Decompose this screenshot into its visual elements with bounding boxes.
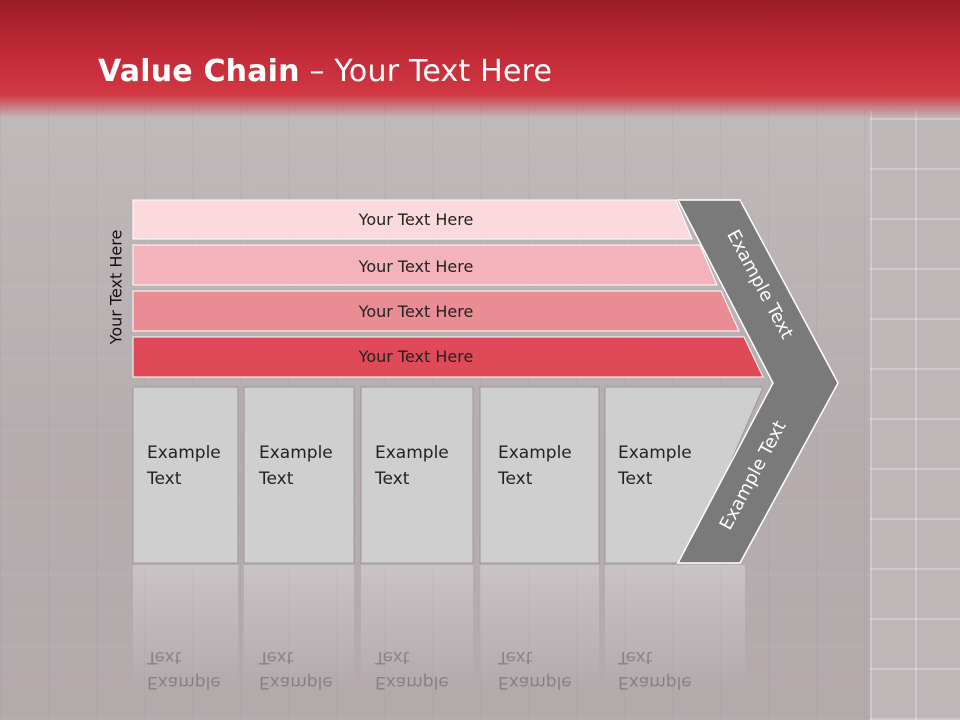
page-title: Value Chain – Your Text Here: [98, 54, 552, 89]
column-text-line2: Text: [497, 469, 533, 489]
column-text-line2: Text: [258, 469, 294, 489]
reflection-text: Text: [617, 647, 653, 667]
column-reflection: [605, 565, 745, 685]
reflection-text: Text: [258, 647, 294, 667]
primary-activity-2: [243, 386, 355, 564]
title-rest: – Your Text Here: [299, 54, 553, 89]
reflection-text: Example: [618, 672, 692, 692]
reflection-text: Example: [498, 672, 572, 692]
column-reflection: [480, 565, 599, 685]
column-text-line1: Example: [375, 443, 449, 463]
reflection-text: Text: [374, 647, 410, 667]
reflection-group: Example Text Example Text Example Text E…: [133, 565, 745, 692]
column-text-line1: Example: [147, 443, 221, 463]
column-text-line1: Example: [618, 443, 692, 463]
row-label-4: Your Text Here: [358, 347, 474, 366]
column-text-line2: Text: [617, 469, 653, 489]
column-text-line1: Example: [259, 443, 333, 463]
reflection-text: Example: [259, 672, 333, 692]
reflection-text: Text: [146, 647, 182, 667]
primary-activity-3: [360, 386, 474, 564]
row-label-3: Your Text Here: [358, 302, 474, 321]
header-band: Value Chain – Your Text Here: [0, 0, 960, 118]
reflection-text: Example: [147, 672, 221, 692]
primary-activity-1: [132, 386, 239, 564]
margin-chevron: [676, 199, 839, 564]
column-text-line1: Example: [498, 443, 572, 463]
column-reflection: [361, 565, 473, 685]
column-text-line2: Text: [374, 469, 410, 489]
row-label-1: Your Text Here: [358, 210, 474, 229]
title-bold: Value Chain: [98, 54, 300, 89]
primary-activity-4: [479, 386, 600, 564]
column-reflection: [244, 565, 354, 685]
support-row-1: [132, 199, 693, 240]
support-row-4: [132, 336, 764, 378]
column-reflection: [133, 565, 238, 685]
reflection-text: Example: [375, 672, 449, 692]
glass-block-wall: [870, 110, 960, 720]
row-label-2: Your Text Here: [358, 257, 474, 276]
reflection-text: Text: [497, 647, 533, 667]
column-text-line2: Text: [146, 469, 182, 489]
support-row-2: [132, 244, 718, 286]
support-row-3: [132, 290, 740, 332]
